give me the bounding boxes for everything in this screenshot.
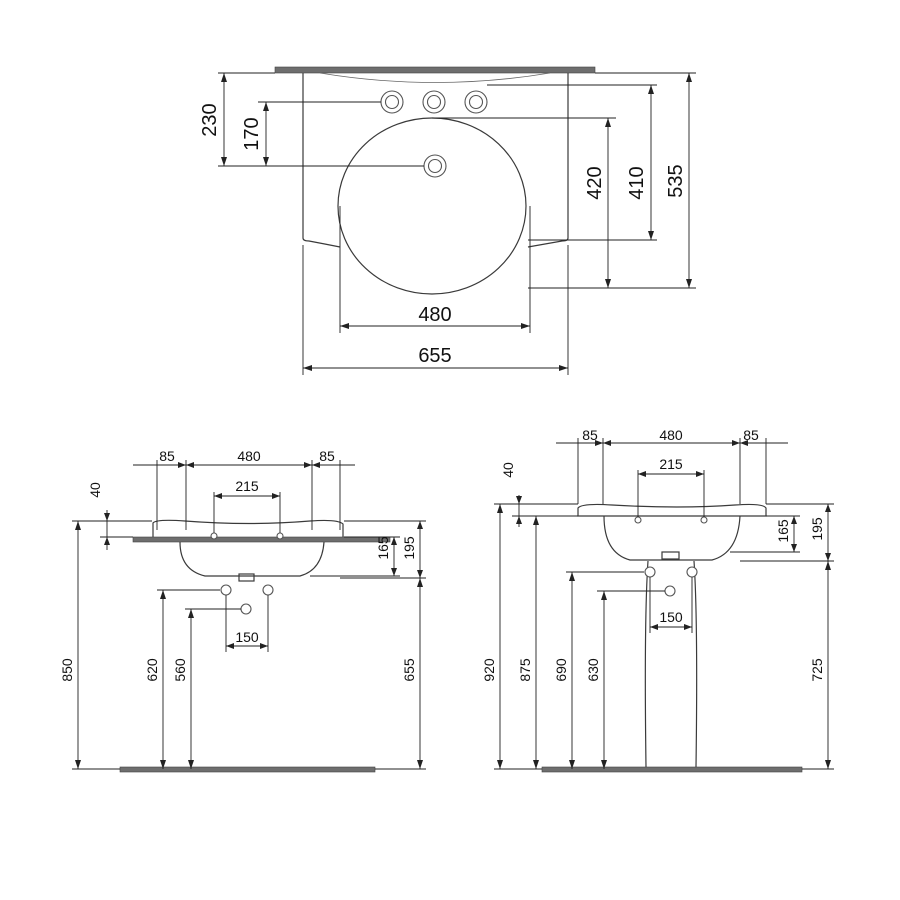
- pedestal-dim-165: 165: [730, 515, 800, 553]
- side-view-floor: [119, 766, 376, 773]
- pedestal-label-480: 480: [659, 427, 683, 443]
- pedestal-dim-875: 875: [517, 515, 578, 769]
- pedestal-dim-920: 920: [481, 503, 542, 770]
- pedestal-view-floor: [541, 766, 803, 773]
- side-tap-hole-left: [210, 532, 218, 540]
- pedestal-label-690: 690: [553, 658, 569, 682]
- side-label-85-left: 85: [159, 448, 175, 464]
- pedestal-dim-690: 690: [553, 571, 644, 769]
- side-dim-150: 150: [225, 595, 269, 652]
- pedestal-dim-215: 215: [637, 456, 705, 517]
- side-dim-215: 215: [213, 478, 281, 533]
- pedestal-dim-40: 40: [500, 462, 578, 527]
- label-420: 420: [584, 166, 606, 199]
- basin-right-wing: [527, 73, 569, 248]
- pedestal-dim-630: 630: [585, 590, 665, 769]
- label-230: 230: [199, 103, 221, 136]
- side-supply-left: [220, 584, 232, 596]
- pedestal-dim-725: 725: [802, 561, 834, 770]
- pedestal-label-920: 920: [481, 658, 497, 682]
- pedestal-label-725: 725: [809, 658, 825, 682]
- side-label-40: 40: [87, 482, 103, 498]
- side-supply-right: [262, 584, 274, 596]
- side-label-560: 560: [172, 658, 188, 682]
- pedestal-tap-hole-left: [634, 516, 642, 524]
- basin-left-wing: [302, 73, 341, 248]
- pedestal-basin-rim: [577, 503, 767, 517]
- side-view: 85 480 85 215 40 850 620: [59, 448, 426, 773]
- drain-hole: [423, 154, 447, 178]
- dim-535: 535: [590, 72, 696, 289]
- side-dim-165: 165: [310, 536, 400, 577]
- pedestal-tap-hole-right: [700, 516, 708, 524]
- pedestal-label-40: 40: [500, 462, 516, 478]
- pedestal-label-85-left: 85: [582, 427, 598, 443]
- side-label-150: 150: [235, 629, 259, 645]
- side-label-620: 620: [144, 658, 160, 682]
- side-dim-top: 85 480 85: [133, 448, 355, 530]
- side-dim-560: 560: [172, 608, 241, 769]
- pedestal-basin-bowl: [603, 515, 741, 561]
- pedestal-column: [644, 560, 698, 768]
- pedestal-label-165: 165: [775, 519, 791, 543]
- side-basin-rim: [152, 519, 344, 537]
- label-170: 170: [241, 117, 263, 150]
- side-label-850: 850: [59, 658, 75, 682]
- side-label-215: 215: [235, 478, 259, 494]
- tap-hole-right: [464, 90, 488, 114]
- pedestal-dim-195: 195: [740, 503, 834, 562]
- tap-hole-left: [380, 90, 404, 114]
- label-655-top: 655: [418, 345, 451, 367]
- side-drain-outlet: [238, 573, 255, 582]
- pedestal-drain-outlet: [661, 551, 680, 560]
- side-drain-pipe: [240, 603, 252, 615]
- label-535: 535: [665, 164, 687, 197]
- pedestal-label-875: 875: [517, 658, 533, 682]
- pedestal-view: 85 480 85 215 40 920 875: [481, 427, 834, 773]
- side-dim-620: 620: [144, 589, 220, 769]
- side-label-655: 655: [401, 658, 417, 682]
- pedestal-dim-top: 85 480 85: [556, 427, 788, 504]
- dim-420: 420: [432, 117, 616, 289]
- dim-170: 170: [241, 101, 381, 166]
- basin-back-curve: [319, 72, 551, 83]
- pedestal-drain-pipe: [664, 585, 676, 597]
- side-basin-bowl: [179, 541, 325, 577]
- top-view-countertop: [274, 66, 596, 74]
- pedestal-label-215: 215: [659, 456, 683, 472]
- side-label-85-right: 85: [319, 448, 335, 464]
- pedestal-label-85-right: 85: [743, 427, 759, 443]
- side-view-countertop: [132, 536, 391, 543]
- side-dim-655: 655: [340, 577, 426, 770]
- side-label-165: 165: [375, 536, 391, 560]
- pedestal-supply-right: [686, 566, 698, 578]
- side-label-195: 195: [401, 536, 417, 560]
- pedestal-dim-150: 150: [649, 577, 693, 633]
- pedestal-label-195: 195: [809, 517, 825, 541]
- dim-230: 230: [199, 72, 424, 167]
- pedestal-supply-left: [644, 566, 656, 578]
- side-dim-850: 850: [59, 520, 152, 770]
- dim-655-top: 655: [302, 245, 569, 375]
- side-label-480: 480: [237, 448, 261, 464]
- dim-480-top: 480: [339, 206, 531, 333]
- label-410: 410: [626, 166, 648, 199]
- top-view: 230 170 420 410 535 480: [199, 66, 696, 375]
- side-tap-hole-right: [276, 532, 284, 540]
- pedestal-label-150: 150: [659, 609, 683, 625]
- pedestal-label-630: 630: [585, 658, 601, 682]
- label-480-top: 480: [418, 304, 451, 326]
- dim-410: 410: [487, 84, 657, 241]
- tap-hole-center: [422, 90, 446, 114]
- basin-bowl: [337, 117, 527, 295]
